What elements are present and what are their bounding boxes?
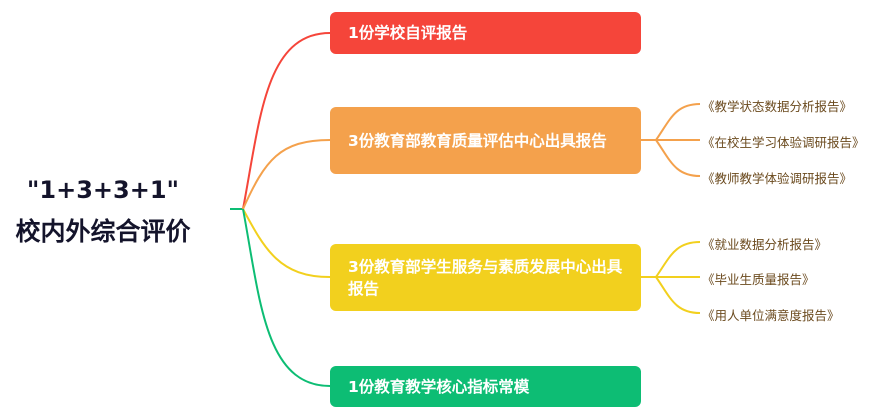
branch-core-indicator-norm[interactable]: 1份教育教学核心指标常模 [330,366,641,407]
connector-1 [242,32,331,210]
root-title-line2: 校内外综合评价 [15,217,191,246]
leaf-item[interactable]: 《在校生学习体验调研报告》 [702,135,865,150]
leaf-item[interactable]: 《毕业生质量报告》 [702,272,815,287]
leaf-connector [655,276,701,314]
leaf-connector [655,241,701,278]
leaf-item[interactable]: 《就业数据分析报告》 [702,237,828,252]
root-title-line1: "1+3+3+1" [26,176,180,204]
branch-quality-center-reports[interactable]: 3份教育部教育质量评估中心出具报告 [330,107,641,174]
leaf-item[interactable]: 《用人单位满意度报告》 [702,308,840,323]
branch-school-self-evaluation[interactable]: 1份学校自评报告 [330,12,641,54]
connector-4 [242,208,331,387]
leaf-connector [655,139,701,177]
branch-student-services-reports[interactable]: 3份教育部学生服务与素质发展中心出具报告 [330,244,641,311]
connector-3 [242,208,331,278]
leaf-connector [655,103,701,141]
leaf-item[interactable]: 《教学状态数据分析报告》 [702,99,853,114]
leaf-item[interactable]: 《教师教学体验调研报告》 [702,171,853,186]
connector-2 [242,139,331,210]
